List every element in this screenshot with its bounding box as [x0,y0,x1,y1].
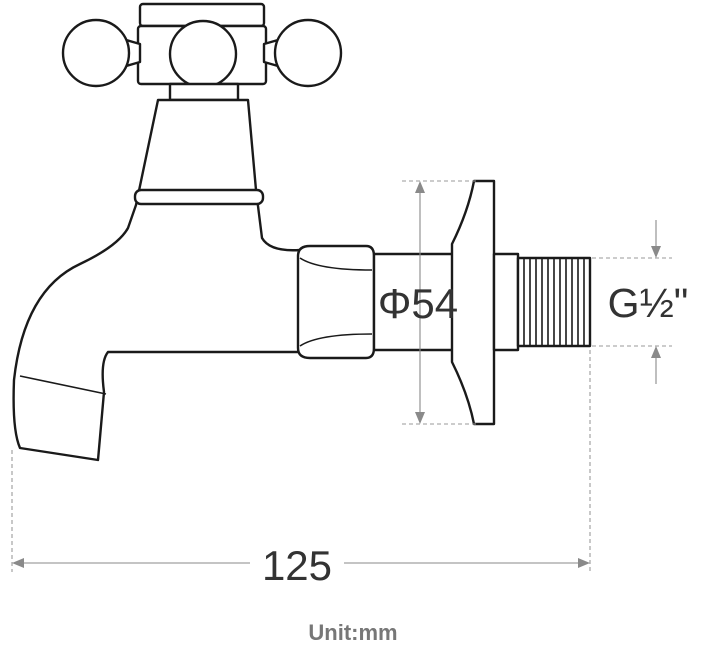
diameter-dimension [402,180,476,425]
thread-label: G½" [608,280,689,326]
faucet-body [12,98,302,462]
spout-tip-line [19,375,107,395]
handle-knob-left [61,18,131,88]
body-ring [133,188,265,206]
handle-knob-right [273,18,343,88]
handle-knob-front [168,19,238,89]
cross-handle [61,2,343,102]
length-label: 125 [262,542,332,589]
unit-label: Unit:mm [308,620,397,645]
hex-nut [296,244,376,360]
wall-flange [450,179,496,426]
length-dimension [11,350,591,572]
diameter-label: Φ54 [378,280,458,327]
handle-stem [168,82,240,102]
connector-pipe [372,252,458,352]
threaded-fitting [492,252,592,352]
thread-dimension [592,220,672,384]
